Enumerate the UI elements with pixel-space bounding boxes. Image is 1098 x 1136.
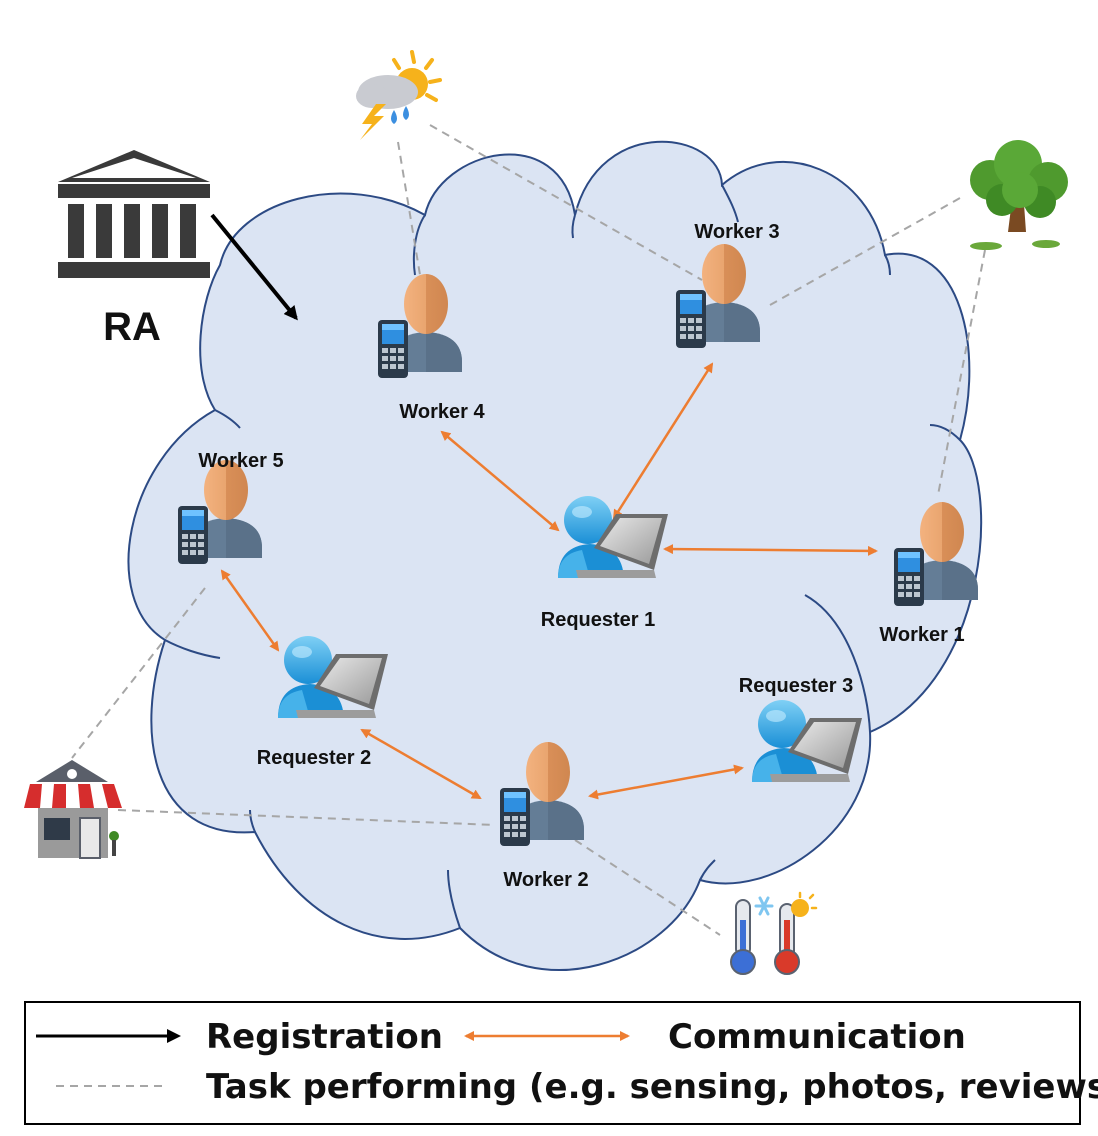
task-line bbox=[574, 839, 721, 936]
comm-arrow-requester2-worker2 bbox=[360, 728, 482, 800]
comm-arrow-worker2-requester3 bbox=[588, 764, 744, 800]
worker-4-label: Worker 4 bbox=[399, 401, 485, 423]
cloud-inner-arc bbox=[164, 639, 221, 659]
legend-box bbox=[24, 1001, 1081, 1125]
cloud-inner-arc bbox=[447, 869, 461, 929]
task-line bbox=[429, 124, 703, 281]
comm-arrow-requester1-worker1 bbox=[663, 544, 878, 556]
comm-arrow-worker4-requester1 bbox=[440, 430, 560, 532]
cloud-inner-arc bbox=[721, 184, 739, 223]
thermometer-icon bbox=[730, 891, 818, 975]
worker-3-label: Worker 3 bbox=[694, 221, 779, 243]
requester-3-label: Requester 3 bbox=[739, 675, 854, 697]
worker-1: Worker 1 bbox=[879, 502, 978, 646]
shop-icon bbox=[24, 760, 122, 859]
requester-2: Requester 2 bbox=[257, 636, 388, 769]
tree-icon bbox=[970, 140, 1068, 250]
worker-1-label: Worker 1 bbox=[879, 624, 964, 646]
cloud-inner-arc bbox=[249, 809, 256, 833]
requester-2-label: Requester 2 bbox=[257, 747, 372, 769]
requester-1-label: Requester 1 bbox=[541, 609, 656, 631]
worker-4: Worker 4 bbox=[378, 274, 485, 423]
communication-arrows bbox=[220, 362, 878, 800]
worker-3: Worker 3 bbox=[676, 221, 780, 348]
legend-task-label: Task performing (e.g. sensing, photos, r… bbox=[206, 1067, 1098, 1107]
comm-arrow-worker5-requester2 bbox=[220, 569, 280, 652]
weather-icon bbox=[356, 50, 442, 140]
legend-communication-label: Communication bbox=[668, 1017, 966, 1057]
comm-arrow-worker3-requester1 bbox=[612, 362, 714, 520]
worker-5: Worker 5 bbox=[178, 450, 284, 564]
cloud-inner-arc bbox=[699, 859, 716, 881]
task-lines bbox=[71, 124, 986, 936]
worker-5-label: Worker 5 bbox=[198, 450, 283, 472]
cloud-inner-arc bbox=[884, 254, 891, 276]
task-line bbox=[397, 141, 421, 276]
legend-registration-label: Registration bbox=[206, 1017, 443, 1057]
worker-2: Worker 2 bbox=[500, 742, 589, 891]
cloud-inner-arc bbox=[571, 214, 576, 239]
worker-2-label: Worker 2 bbox=[503, 869, 588, 891]
legend: Registration Communication Task performi… bbox=[24, 1001, 1098, 1125]
cloud-inner-arc bbox=[929, 424, 961, 441]
registration-arrow bbox=[210, 213, 298, 321]
ra-label: RA bbox=[103, 305, 161, 349]
cloud-inner-arc bbox=[804, 594, 871, 733]
requester-3: Requester 3 bbox=[739, 675, 862, 782]
cloud-inner-arc bbox=[214, 409, 241, 429]
task-line bbox=[117, 809, 496, 826]
requester-1: Requester 1 bbox=[541, 496, 668, 631]
task-line bbox=[71, 587, 206, 759]
bank-building-icon bbox=[58, 150, 210, 278]
